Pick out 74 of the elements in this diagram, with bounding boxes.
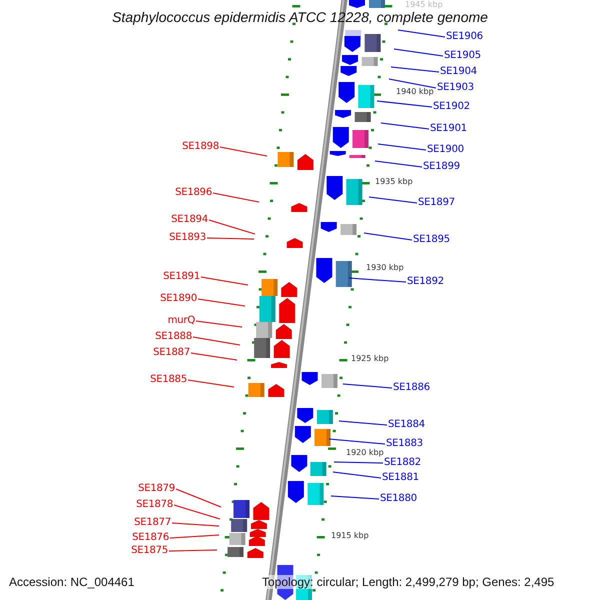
leader-line bbox=[394, 48, 444, 56]
gene-label: SE1882 bbox=[384, 456, 421, 470]
scale-label: 1925 kbp bbox=[351, 355, 389, 363]
gene-label: SE1879 bbox=[138, 482, 175, 496]
gene-label: murQ bbox=[168, 314, 195, 328]
gene-label: SE1902 bbox=[433, 100, 470, 114]
leader-line bbox=[368, 196, 418, 204]
gene-label: SE1884 bbox=[388, 418, 425, 432]
leader-line bbox=[342, 384, 392, 388]
gene-label: SE1895 bbox=[413, 233, 450, 247]
gene-label: SE1894 bbox=[171, 213, 208, 227]
gene-label: SE1888 bbox=[155, 330, 192, 344]
leader-line bbox=[174, 504, 220, 520]
gene-label: SE1887 bbox=[153, 346, 190, 360]
scale-label: 1935 kbp bbox=[375, 178, 413, 186]
gene-label: SE1881 bbox=[382, 471, 419, 485]
leader-line bbox=[206, 238, 254, 240]
accession-text: Accession: NC_004461 bbox=[9, 575, 134, 589]
leader-line bbox=[364, 232, 412, 240]
gene-label: SE1898 bbox=[182, 140, 219, 154]
gene-label: SE1877 bbox=[134, 516, 171, 530]
gene-label: SE1885 bbox=[150, 373, 187, 387]
leader-line bbox=[328, 438, 386, 444]
leader-line bbox=[220, 146, 268, 156]
leader-line bbox=[378, 144, 426, 150]
leader-line bbox=[212, 192, 260, 202]
leader-line bbox=[176, 488, 222, 508]
leader-line bbox=[168, 550, 218, 552]
leader-line bbox=[388, 78, 436, 88]
gene-label: SE1896 bbox=[175, 186, 212, 200]
leader-line bbox=[330, 496, 380, 500]
gene-label: SE1906 bbox=[446, 30, 483, 44]
gene-label: SE1901 bbox=[430, 122, 467, 136]
scale-label: 1930 kbp bbox=[366, 264, 404, 272]
leader-line bbox=[348, 278, 406, 282]
gene-label: SE1886 bbox=[393, 381, 430, 395]
scale-label: 1915 kbp bbox=[331, 532, 369, 540]
leader-line bbox=[170, 534, 220, 538]
gene-label: SE1899 bbox=[423, 160, 460, 174]
leader-line bbox=[374, 160, 422, 168]
gene-label: SE1904 bbox=[440, 65, 477, 79]
gene-label: SE1890 bbox=[160, 292, 197, 306]
leader-line bbox=[398, 30, 446, 38]
gene-label: SE1880 bbox=[380, 492, 417, 506]
gene-label: SE1905 bbox=[444, 49, 481, 63]
title: Staphylococcus epidermidis ATCC 12228, complete genome bbox=[111, 9, 489, 25]
gene-label: SE1903 bbox=[437, 81, 474, 95]
leader-line bbox=[338, 420, 388, 426]
gene-label: SE1893 bbox=[169, 231, 206, 245]
scale-label: 1945 kbp bbox=[405, 1, 443, 9]
leader-line bbox=[390, 66, 440, 72]
gene-label: SE1900 bbox=[427, 143, 464, 157]
gene-label: SE1897 bbox=[418, 196, 455, 210]
leader-line bbox=[332, 472, 382, 478]
leader-line bbox=[380, 122, 430, 130]
topology-text: Topology: circular; Length: 2,499,279 bp; Genes: 2,495 bbox=[262, 575, 554, 589]
leader-line bbox=[188, 380, 234, 388]
gene-label: SE1878 bbox=[136, 498, 173, 512]
gene-label: SE1876 bbox=[132, 531, 169, 545]
leader-line bbox=[208, 220, 256, 234]
leader-line bbox=[190, 352, 238, 360]
leader-line bbox=[196, 320, 242, 328]
gene-label: SE1892 bbox=[407, 275, 444, 289]
scale-label: 1920 kbp bbox=[346, 449, 384, 457]
leader-line bbox=[198, 298, 246, 306]
gene-label: SE1891 bbox=[163, 270, 200, 284]
leader-line bbox=[172, 522, 220, 526]
gene-label: SE1875 bbox=[131, 544, 168, 558]
leader-line bbox=[376, 100, 432, 108]
leader-line bbox=[192, 336, 240, 346]
scale-label: 1940 kbp bbox=[396, 88, 434, 96]
leader-line bbox=[200, 276, 248, 286]
leader-line bbox=[334, 462, 384, 464]
gene-label: SE1883 bbox=[386, 437, 423, 451]
